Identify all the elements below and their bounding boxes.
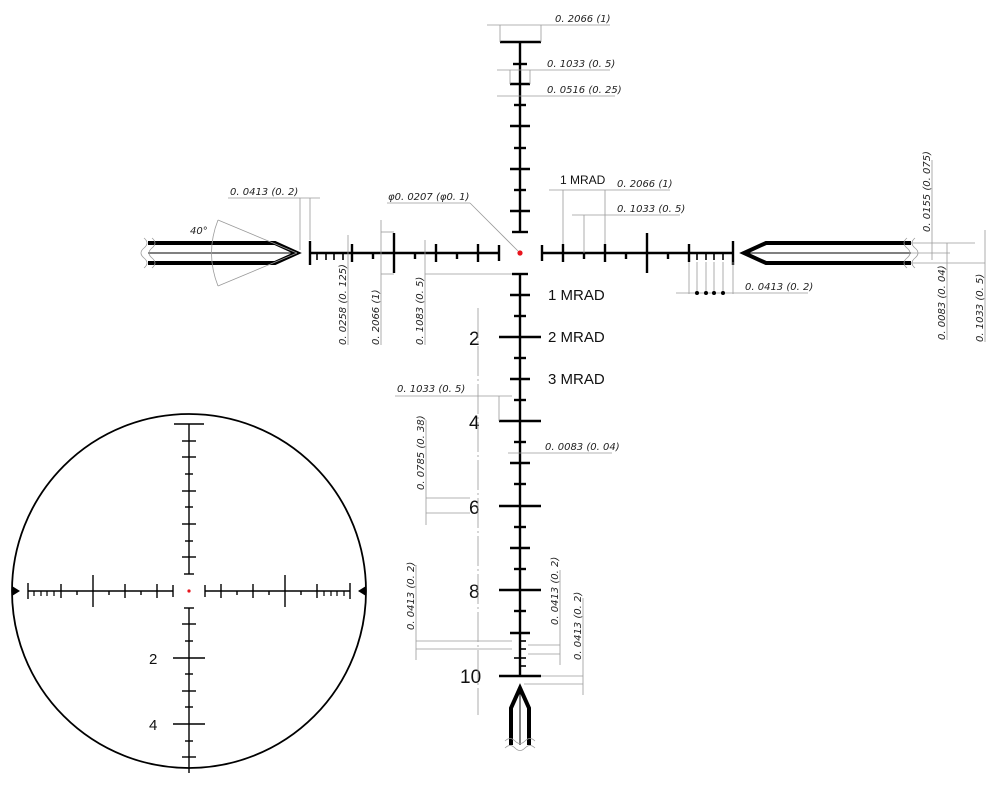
angle-40: 40° (190, 226, 208, 237)
dim-bottom-right-fine-b: 0. 0413 (0. 2) (573, 592, 584, 660)
inset-number-4: 4 (149, 717, 157, 734)
top-vertical-stadia (500, 40, 541, 234)
dim-left-eighth: 0. 0258 (0. 125) (338, 264, 349, 345)
right-thick-post (739, 237, 919, 269)
bottom-thick-post (504, 683, 536, 751)
dim-post-line: 0. 0083 (0. 04) (937, 265, 948, 340)
svg-text:2: 2 (469, 329, 480, 350)
inset-reticle-view: 2 4 (11, 413, 367, 773)
left-horizontal-stadia (308, 233, 501, 273)
dim-top-bar: 0. 2066 (1) (555, 14, 611, 25)
holdover-numbers: 2 4 6 8 10 (460, 329, 481, 688)
svg-text:10: 10 (460, 667, 481, 688)
dim-bottom-right-fine-a: 0. 0413 (0. 2) (550, 557, 561, 625)
right-horizontal-stadia (540, 233, 735, 273)
dim-left-mrad: 0. 2066 (1) (371, 289, 382, 345)
dim-number-height: 0. 0785 (0. 38) (416, 415, 427, 490)
svg-text:4: 4 (469, 413, 480, 434)
label-2-mrad: 2 MRAD (548, 329, 605, 346)
dim-right-fine: 0. 0413 (0. 2) (745, 282, 813, 293)
main-reticle: 1 MRAD 2 MRAD 3 MRAD 1 MRAD 2 4 6 8 10 (140, 40, 919, 751)
dimension-annotations: 0. 2066 (1) 0. 1033 (0. 5) 0. 0516 (0. 2… (190, 14, 986, 695)
dim-vert-half: 0. 1033 (0. 5) (397, 384, 465, 395)
svg-text:6: 6 (469, 498, 480, 519)
dim-top-quarter: 0. 0516 (0. 25) (547, 85, 622, 96)
dim-bottom-left-fine: 0. 0413 (0. 2) (406, 562, 417, 630)
bottom-vertical-stadia (499, 272, 541, 678)
dim-post-outer: 0. 0155 (0. 075) (922, 151, 933, 232)
label-1-mrad: 1 MRAD (548, 287, 605, 304)
dim-top-half: 0. 1033 (0. 5) (547, 59, 615, 70)
inset-number-2: 2 (149, 651, 157, 668)
label-top-1-mrad: 1 MRAD (560, 173, 606, 187)
dim-center-dot: φ0. 0207 (φ0. 1) (388, 192, 469, 203)
dim-right-mrad: 0. 2066 (1) (617, 179, 673, 190)
svg-text:8: 8 (469, 582, 480, 603)
dim-right-half: 0. 1033 (0. 5) (617, 204, 685, 215)
dim-left-gap: 0. 0413 (0. 2) (230, 187, 298, 198)
left-thick-post (140, 237, 302, 269)
dim-post-total: 0. 1033 (0. 5) (975, 274, 986, 342)
dim-left-half: 0. 1083 (0. 5) (415, 277, 426, 345)
dim-line-width: 0. 0083 (0. 04) (545, 442, 620, 453)
label-3-mrad: 3 MRAD (548, 371, 605, 388)
center-aiming-dot (517, 250, 523, 256)
